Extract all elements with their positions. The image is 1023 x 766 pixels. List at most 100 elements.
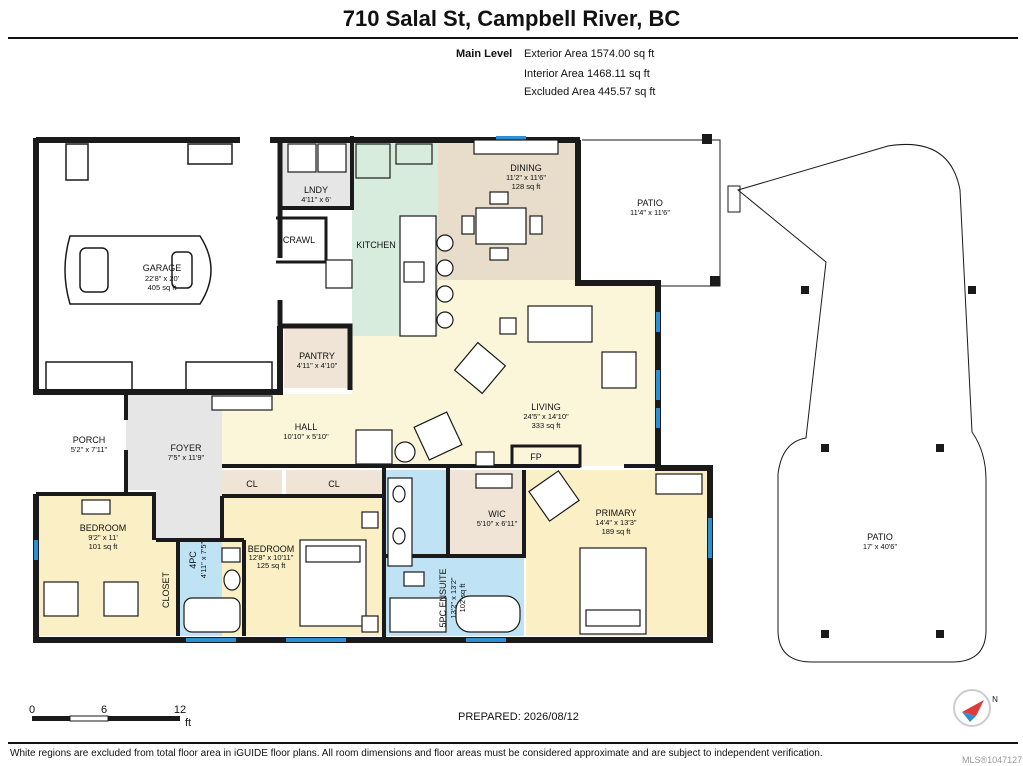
- pantry-dim: 4'11" x 4'10": [297, 361, 338, 370]
- lndy-name: LNDY: [304, 185, 328, 195]
- bath4-name: 4PC: [188, 551, 198, 569]
- sideboard: [473, 139, 559, 155]
- living-outer-wall: [33, 140, 713, 643]
- primary-name: PRIMARY: [596, 508, 637, 518]
- sink-icon: [392, 527, 406, 545]
- desk: [81, 499, 111, 515]
- porch-name: PORCH: [73, 435, 106, 445]
- armchair: [413, 411, 463, 461]
- patio1-dim: 11'4" x 11'6": [630, 208, 670, 217]
- room-labels: GARAGE 22'8" x 20' 405 sq ft LNDY 4'11" …: [71, 163, 898, 628]
- dining-name: DINING: [510, 163, 542, 173]
- post: [801, 286, 809, 294]
- car-rear-window: [171, 251, 193, 289]
- post: [702, 134, 712, 144]
- hall-dim: 10'10" x 5'10": [283, 432, 329, 441]
- fridge-icon: [355, 143, 391, 179]
- armchair: [103, 581, 139, 617]
- dining-table: [475, 207, 527, 245]
- post: [936, 444, 944, 452]
- excluded-area: Excluded Area 445.57 sq ft: [524, 86, 656, 98]
- living-fixtures: [211, 305, 637, 467]
- crawl-wall: [276, 216, 328, 264]
- patio2-name: PATIO: [867, 532, 893, 542]
- stool: [436, 234, 454, 252]
- shower-icon: [389, 597, 447, 633]
- ensuite-name: 5PC ENSUITE: [438, 568, 448, 627]
- scale-tick-0: 0: [29, 704, 35, 716]
- car-windshield: [79, 247, 109, 293]
- toilet-icon: [403, 571, 425, 587]
- scale-segment: [69, 715, 109, 722]
- footer-rule: [8, 742, 1018, 744]
- fp-box: [510, 444, 582, 468]
- bedroom1-dim: 9'2" x 11': [88, 533, 118, 542]
- kitchen-fixtures: [287, 139, 559, 337]
- patio-large: [736, 143, 987, 663]
- scale-tick-12: 12: [174, 704, 186, 716]
- bedroom2-dim: 12'8" x 10'11": [249, 553, 294, 562]
- crawl-name: CRAWL: [283, 235, 315, 245]
- patio2-dim: 17' x 40'6": [863, 542, 898, 551]
- armchair: [43, 581, 79, 617]
- primary-area: 189 sq ft: [602, 527, 632, 536]
- kitchen-name: KITCHEN: [356, 240, 396, 250]
- fp-name: FP: [530, 452, 542, 462]
- page-title: 710 Salal St, Campbell River, BC: [342, 6, 681, 31]
- wic-name: WIC: [488, 509, 506, 519]
- interior-area: Interior Area 1468.11 sq ft: [524, 68, 650, 80]
- windows: [34, 136, 712, 642]
- post: [821, 630, 829, 638]
- disclaimer: White regions are excluded from total fl…: [10, 748, 823, 759]
- level-label: Main Level: [456, 48, 513, 60]
- walls: [33, 136, 713, 643]
- bedroom2-area: 125 sq ft: [257, 561, 287, 570]
- storage-box: [65, 143, 89, 181]
- scale-segment: [32, 716, 70, 721]
- cl1-fill: [222, 470, 282, 496]
- bedroom2-name: BEDROOM: [248, 544, 295, 554]
- sink-icon: [403, 261, 425, 283]
- bench: [211, 395, 273, 411]
- foyer-fill: [126, 394, 222, 540]
- bathtub-icon: [455, 595, 521, 633]
- exterior-area: Exterior Area 1574.00 sq ft: [524, 48, 655, 60]
- compass-icon: N: [953, 689, 998, 727]
- ottoman: [475, 451, 495, 467]
- stool: [436, 285, 454, 303]
- bathtub-icon: [183, 597, 241, 633]
- lndy-wall: [280, 136, 354, 210]
- scale-bar: 0 6 12 ft: [29, 704, 191, 729]
- scale-tick-6: 6: [101, 704, 107, 716]
- closet-name: CLOSET: [161, 571, 171, 608]
- garage-door: [185, 361, 273, 391]
- patio-small: [582, 139, 721, 287]
- ensuite-fill: [386, 470, 524, 636]
- post: [936, 630, 944, 638]
- side-table: [394, 441, 416, 463]
- range-icon: [325, 259, 353, 289]
- counter: [395, 143, 433, 165]
- post: [968, 286, 976, 294]
- armchair: [601, 351, 637, 389]
- bath4-dim: 4'11" x 7'5": [199, 541, 208, 578]
- scale-segment: [108, 716, 180, 721]
- armchair: [355, 429, 393, 465]
- patio1-name: PATIO: [637, 198, 663, 208]
- storage-box: [187, 143, 233, 165]
- post: [821, 444, 829, 452]
- sofa-icon: [527, 305, 593, 343]
- dresser: [475, 473, 513, 489]
- bedroom1-name: BEDROOM: [80, 523, 127, 533]
- scale-unit: ft: [185, 717, 191, 729]
- garage-name: GARAGE: [143, 263, 182, 273]
- car-icon: [64, 235, 212, 305]
- dining-chair: [529, 215, 543, 235]
- desk: [655, 473, 703, 495]
- sink-icon: [392, 485, 406, 503]
- bedroom-fixtures: [43, 470, 703, 635]
- pillow: [585, 609, 641, 627]
- dining-dim: 11'2" x 11'6": [506, 173, 546, 182]
- mls-number: MLS®1047127: [962, 755, 1023, 765]
